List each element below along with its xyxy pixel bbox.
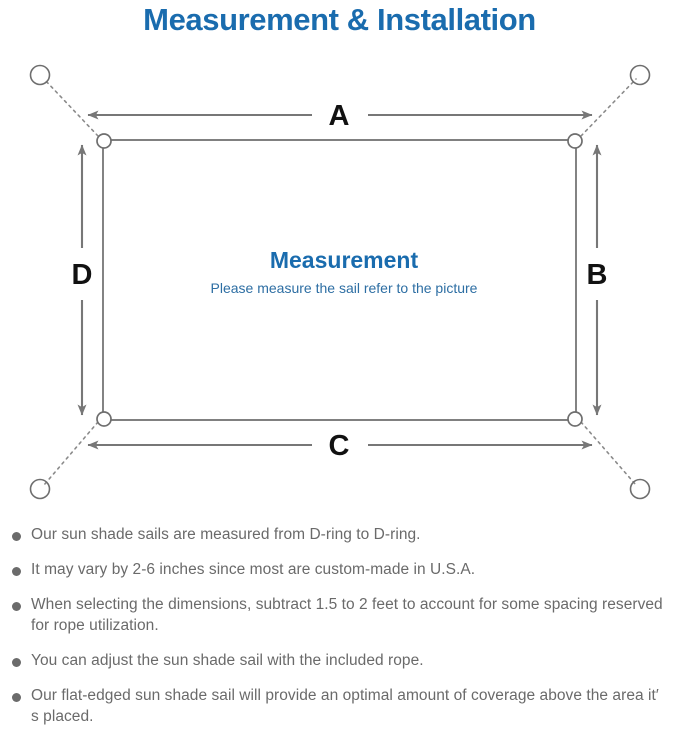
list-item: When selecting the dimensions, subtract … [0, 594, 679, 636]
sail-caption-subtitle: Please measure the sail refer to the pic… [211, 280, 478, 296]
page-title: Measurement & Installation [143, 2, 536, 37]
bullet-icon [12, 532, 21, 541]
dimension-label-d: D [72, 259, 93, 291]
d-ring-bottom-left-icon [96, 411, 112, 427]
note-text: When selecting the dimensions, subtract … [31, 596, 663, 634]
rope-line-top-right [580, 78, 637, 137]
diagram-svg: A C D B Measurement Please measure the s… [29, 64, 651, 500]
list-item: Our sun shade sails are measured from D-… [0, 524, 679, 545]
rope-line-top-left [43, 78, 99, 137]
note-text: You can adjust the sun shade sail with t… [31, 652, 424, 669]
rope-line-bottom-right [580, 421, 637, 486]
bullet-icon [12, 602, 21, 611]
list-item: Our flat-edged sun shade sail will provi… [0, 685, 679, 727]
anchor-points [29, 64, 651, 500]
bullet-icon [12, 658, 21, 667]
note-text: It may vary by 2-6 inches since most are… [31, 561, 476, 578]
anchor-top-left-icon [29, 64, 51, 86]
sail-caption-title: Measurement [270, 247, 419, 273]
rope-line-bottom-left [43, 421, 99, 486]
list-item: It may vary by 2-6 inches since most are… [0, 559, 679, 580]
anchor-top-right-icon [629, 64, 651, 86]
sail-outline [102, 139, 577, 421]
measurement-diagram: A C D B Measurement Please measure the s… [0, 48, 679, 518]
bullet-icon [12, 693, 21, 702]
bullet-icon [12, 567, 21, 576]
note-text: Our flat-edged sun shade sail will provi… [31, 687, 659, 725]
d-ring-bottom-right-icon [567, 411, 583, 427]
d-ring-top-left-icon [96, 133, 112, 149]
dimension-label-a: A [329, 100, 350, 132]
list-item: You can adjust the sun shade sail with t… [0, 650, 679, 671]
anchor-bottom-right-icon [629, 478, 651, 500]
notes-list: Our sun shade sails are measured from D-… [0, 524, 679, 741]
note-text: Our sun shade sails are measured from D-… [31, 526, 421, 543]
d-ring-top-right-icon [567, 133, 583, 149]
dimension-label-c: C [329, 430, 350, 462]
dimension-label-b: B [587, 259, 608, 291]
rope-lines [43, 78, 637, 486]
d-rings [96, 133, 583, 427]
anchor-bottom-left-icon [29, 478, 51, 500]
